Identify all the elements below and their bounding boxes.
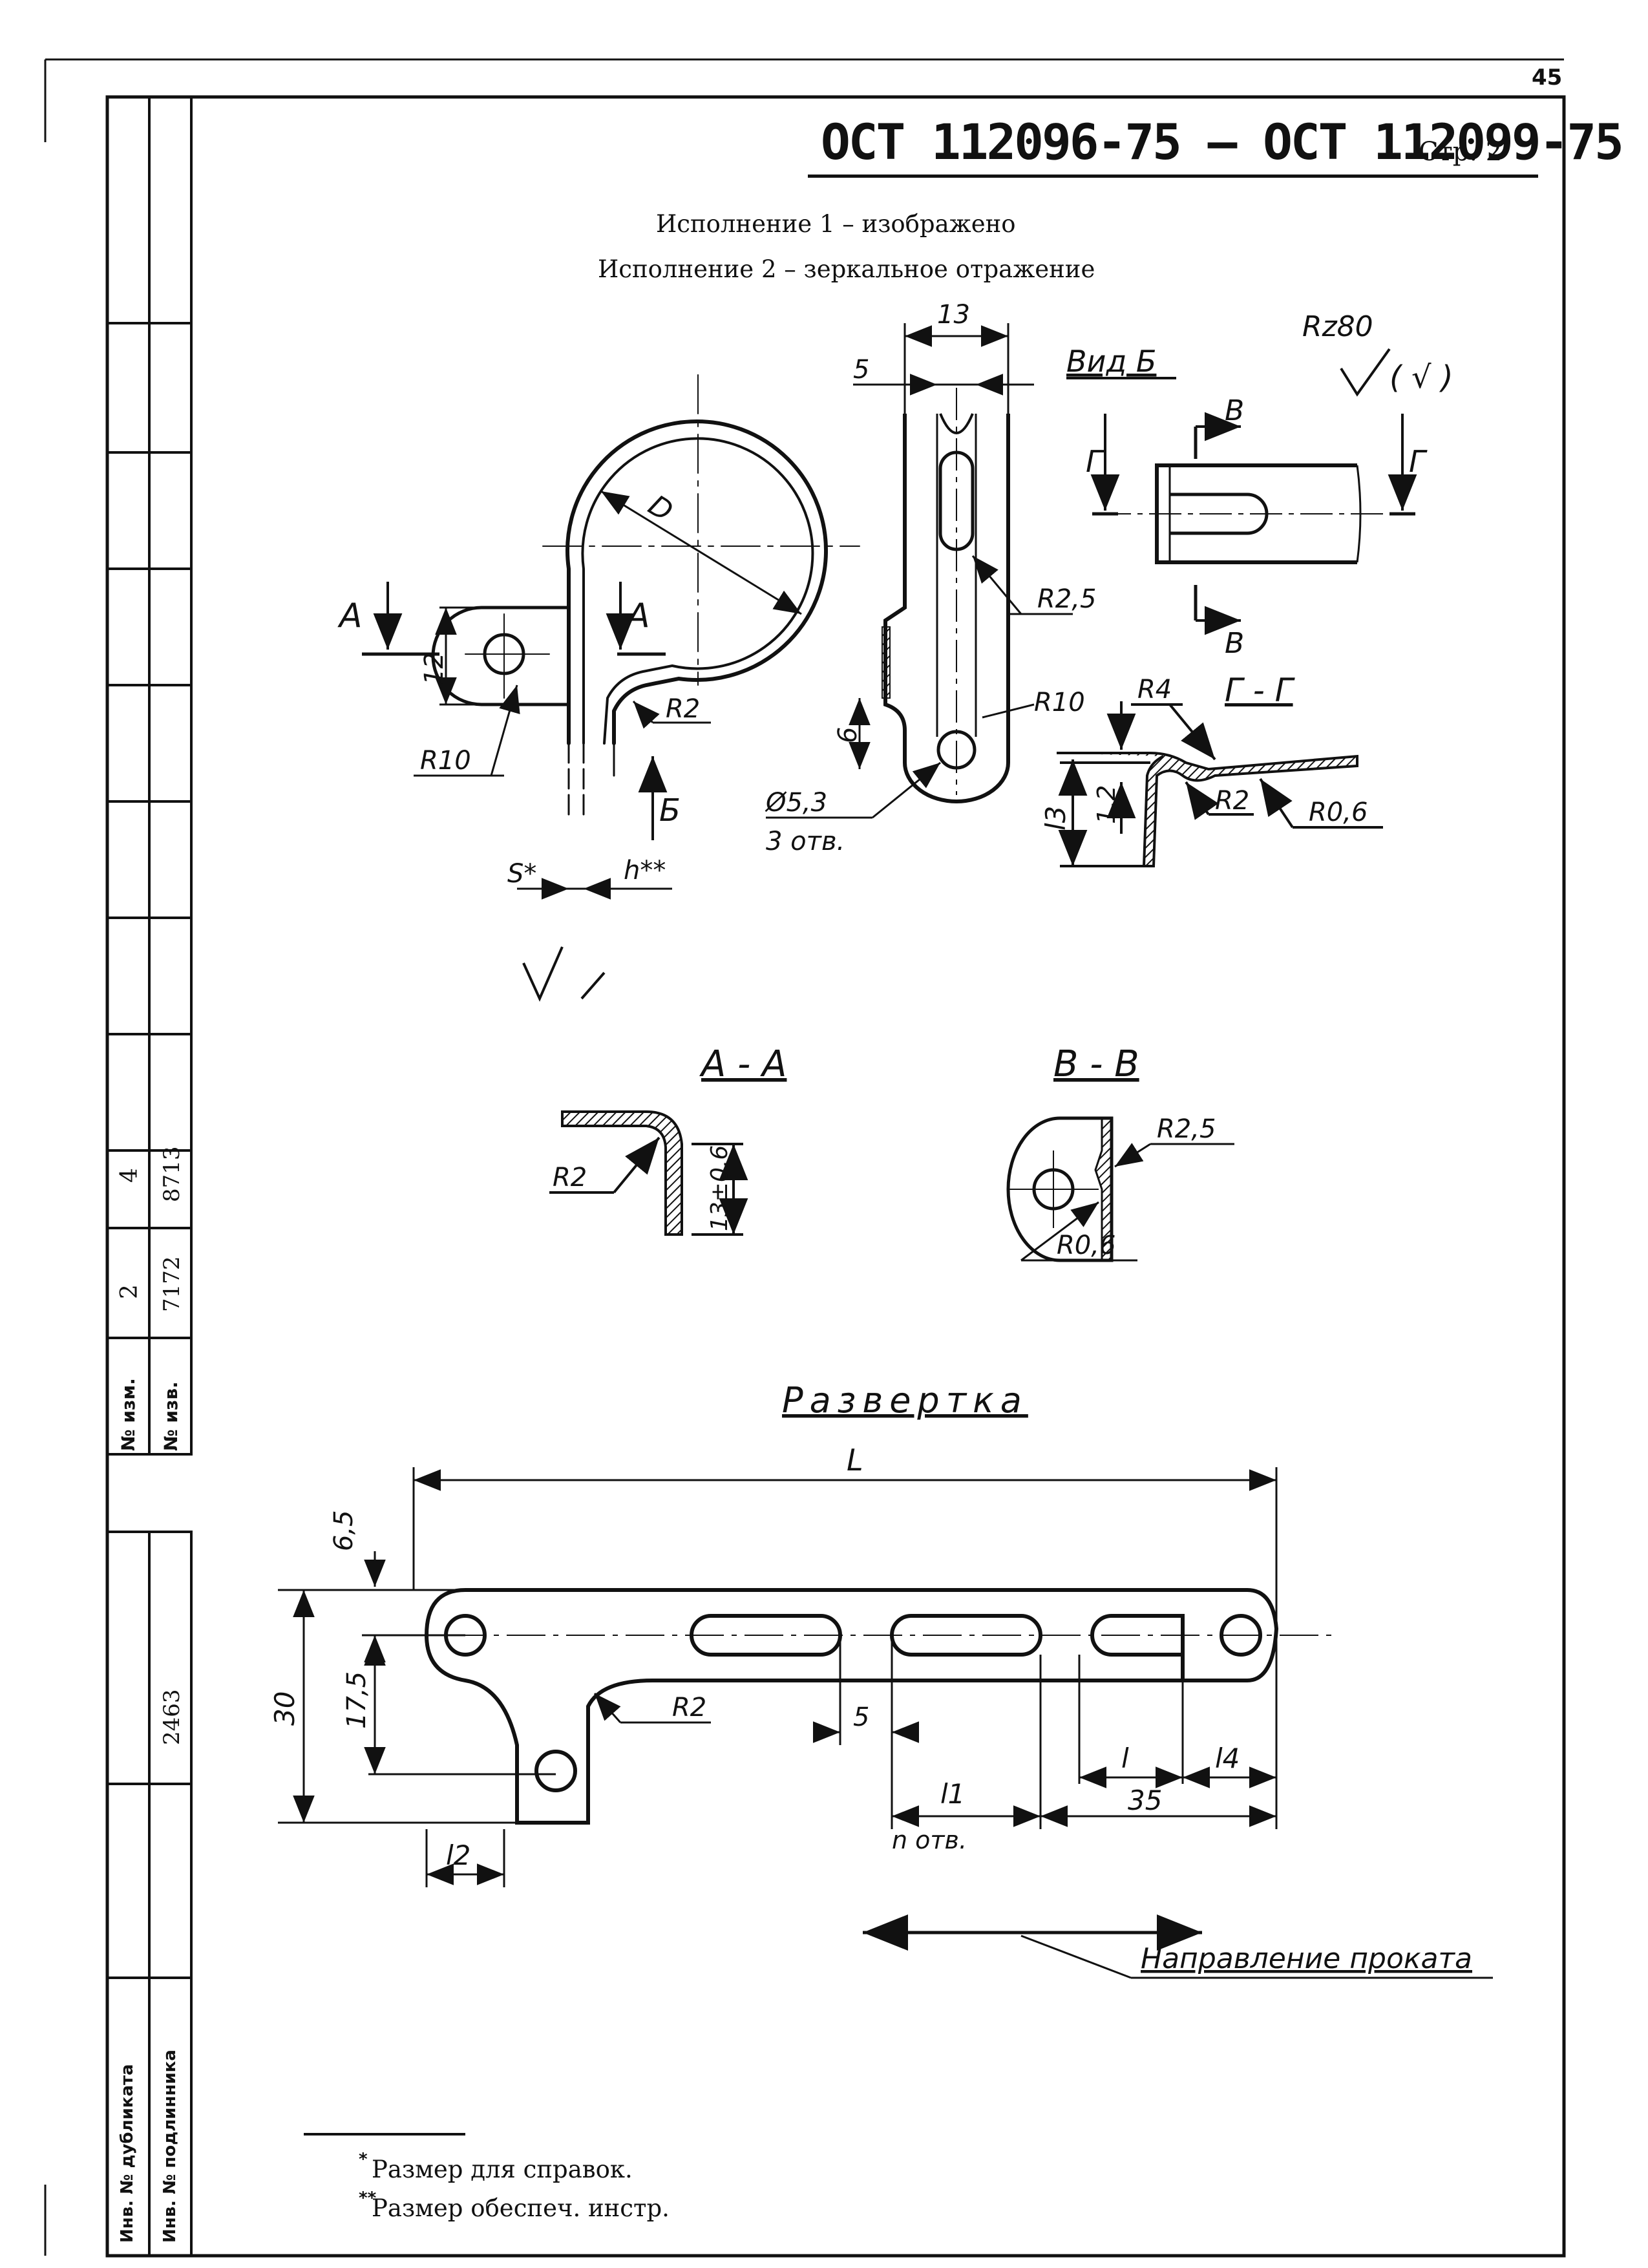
footnote-mark-2: ** <box>359 2189 377 2208</box>
section-aa-title: А - А <box>699 1043 787 1085</box>
variant-1-text: Исполнение 1 – изображено <box>656 210 1016 238</box>
dim-L: L <box>847 1443 863 1478</box>
dim-35: 35 <box>1128 1785 1162 1816</box>
footnote-mark-1: * <box>359 2150 368 2169</box>
cut-v-bottom: В <box>1225 627 1244 660</box>
cut-a-left: А <box>337 597 363 635</box>
side-dims <box>766 323 1073 819</box>
page-reference: Стр. 2 <box>1419 137 1503 167</box>
cut-a-right: А <box>625 597 650 635</box>
section-gg-title: Г - Г <box>1225 672 1296 709</box>
view-b-arrow-label: Б <box>659 792 681 829</box>
rolling-direction-label: Направление проката <box>1141 1942 1472 1975</box>
dim-s: S* <box>507 859 536 889</box>
dim-r06-vv: R0,6 <box>1057 1231 1115 1260</box>
dim-hole-diameter: Ø5,3 <box>765 788 827 818</box>
dim-h: h** <box>624 856 666 885</box>
dim-holes-count: 3 отв. <box>766 827 845 856</box>
variant-2-text: Исполнение 2 – зеркальное отражение <box>598 255 1095 283</box>
dim-l2: l2 <box>446 1839 470 1871</box>
roughness-rest: ( √ ) <box>1389 359 1453 396</box>
dim-r2-dev: R2 <box>672 1693 706 1722</box>
footnote-2: Размер обеспеч. инстр. <box>372 2194 670 2222</box>
cut-v-top: В <box>1225 394 1244 427</box>
dim-r10-side: R10 <box>1034 688 1085 717</box>
dim-r10-front: R10 <box>420 746 471 776</box>
dim-r25-vv: R2,5 <box>1157 1114 1216 1144</box>
dim-13-tol: 13±0,6 <box>706 1145 733 1231</box>
dim-n-holes: n отв. <box>892 1826 967 1854</box>
development-dims <box>278 1467 1493 1979</box>
dim-30: 30 <box>269 1691 301 1726</box>
dim-l: l <box>1121 1743 1129 1774</box>
dim-r06-gg: R0,6 <box>1309 798 1368 827</box>
title-underline <box>808 175 1538 178</box>
dim-13: 13 <box>937 300 970 330</box>
dim-5-dev: 5 <box>853 1702 869 1732</box>
footnote-rule <box>304 2133 465 2136</box>
dim-6: 6 <box>833 727 863 743</box>
side-view <box>882 388 1010 803</box>
section-gg <box>1057 701 1383 867</box>
dim-r4: R4 <box>1137 675 1172 705</box>
roughness-mark <box>1340 348 1391 397</box>
dim-17-5: 17,5 <box>342 1671 372 1729</box>
dim-5-side: 5 <box>853 355 869 385</box>
development-title: Развертка <box>782 1380 1028 1421</box>
view-b <box>1066 377 1417 635</box>
dim-r2-aa: R2 <box>553 1163 587 1192</box>
dim-l1: l1 <box>940 1778 965 1810</box>
dim-6-5: 6,5 <box>329 1510 359 1551</box>
roughness-main: Rz80 <box>1302 310 1373 343</box>
dim-r25-side: R2,5 <box>1037 584 1096 614</box>
sheet-number: 45 <box>1532 65 1563 90</box>
cut-g-left: Г <box>1086 444 1104 479</box>
dim-r2-gg: R2 <box>1215 786 1249 816</box>
dim-12: 12 <box>419 652 449 685</box>
dim-l3: l3 <box>1040 806 1072 831</box>
dim-d: D <box>642 489 679 528</box>
cut-g-right: Г <box>1409 444 1428 479</box>
front-dims <box>362 490 802 1002</box>
section-vv-title: В - В <box>1053 1043 1139 1085</box>
section-aa <box>549 1110 748 1236</box>
section-vv <box>1006 1116 1234 1262</box>
dim-1-2: 1,2 <box>1092 785 1121 824</box>
dim-l4: l4 <box>1215 1743 1240 1774</box>
dim-r2-front: R2 <box>666 694 700 724</box>
footnote-1: Размер для справок. <box>372 2156 633 2183</box>
view-b-title: Вид Б <box>1066 344 1156 379</box>
document-title: ОСТ 112096-75 – ОСТ 112099-75 <box>821 113 1624 171</box>
